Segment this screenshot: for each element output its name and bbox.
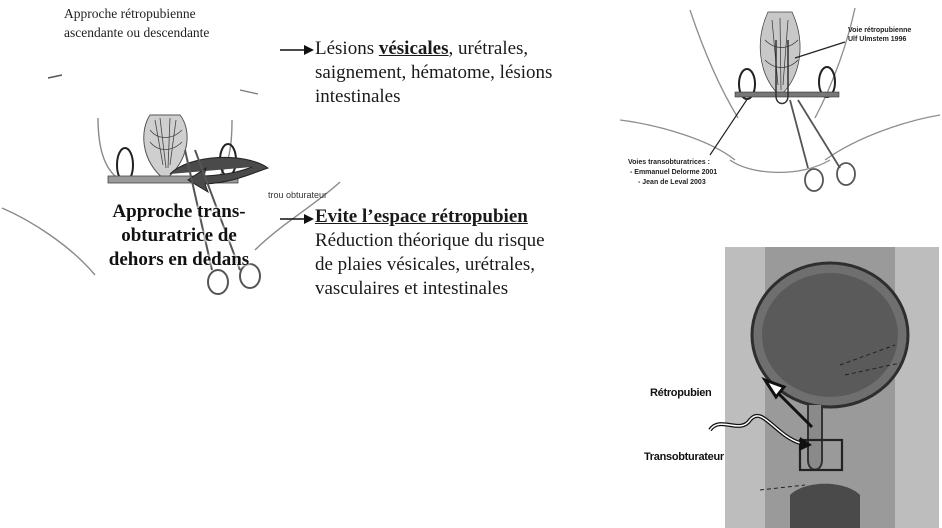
retropubic-approach-line-2: ascendante ou descendante xyxy=(64,23,209,42)
retropubic-approach-line-1: Approche rétropubienne xyxy=(64,4,209,23)
retropubic-approach-label: Approche rétropubienne ascendante ou des… xyxy=(64,4,209,42)
retropubic-consequences-line-1: Lésions vésicales, urétrales, xyxy=(315,37,552,61)
transobturator-route-caption: Voies transobturatrices : - Emmanuel Del… xyxy=(628,158,717,188)
benefits-line-1: Réduction théorique du risque xyxy=(315,229,545,253)
benefits-line-2: de plaies vésicales, urétrales, xyxy=(315,253,545,277)
transobturator-approach-line-3: dehors en dedans xyxy=(84,248,274,272)
retropubic-route-caption: Voie rétropubienne Ulf Ulmstem 1996 xyxy=(848,26,911,44)
transobturator-approach-line-1: Approche trans- xyxy=(84,200,274,224)
arrow-right-icon xyxy=(280,44,314,56)
benefits-heading: Evite l’espace rétropubien xyxy=(315,205,545,229)
consequences-prefix: Lésions xyxy=(315,38,379,59)
transobturator-approach-line-2: obturatrice de xyxy=(84,224,274,248)
transobturator-route-caption-line-2: - Emmanuel Delorme 2001 xyxy=(628,168,717,178)
consequences-highlight: vésicales xyxy=(379,38,449,59)
faint-marks xyxy=(44,60,264,100)
retropubic-consequences-line-3: intestinales xyxy=(315,85,552,109)
obturator-hole-label: trou obturateur xyxy=(268,190,327,200)
transobturator-route-caption-line-3: - Jean de Leval 2003 xyxy=(628,178,717,188)
arrow-right-icon xyxy=(280,213,314,225)
transobturator-route-caption-line-1: Voies transobturatrices : xyxy=(628,158,717,168)
retropubic-route-caption-line-2: Ulf Ulmstem 1996 xyxy=(848,35,911,44)
retropubic-route-caption-line-1: Voie rétropubienne xyxy=(848,26,911,35)
transobturator-approach-label: Approche trans- obturatrice de dehors en… xyxy=(84,200,274,272)
retropubic-consequences-line-2: saignement, hématome, lésions xyxy=(315,61,552,85)
benefits-line-3: vasculaires et intestinales xyxy=(315,277,545,301)
consequences-suffix: , urétrales, xyxy=(449,38,529,59)
transobturator-route-label: Transobturateur xyxy=(644,451,724,463)
retropubic-consequences: Lésions vésicales, urétrales, saignement… xyxy=(315,37,552,109)
retropubic-route-label: Rétropubien xyxy=(650,387,711,399)
transobturator-benefits: Evite l’espace rétropubien Réduction thé… xyxy=(315,205,545,301)
